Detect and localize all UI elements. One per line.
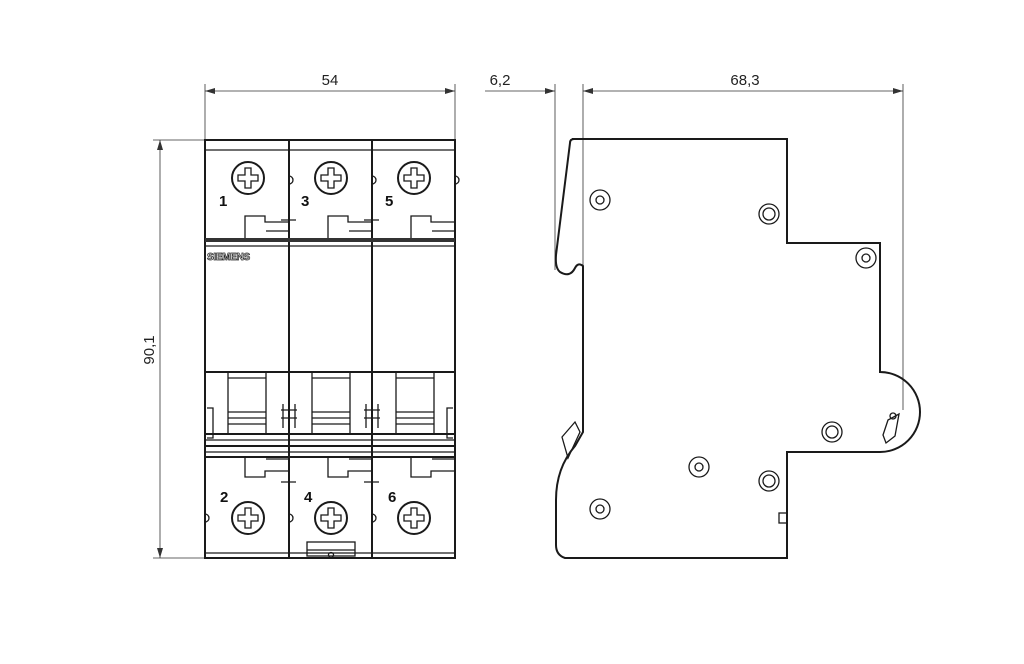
terminal-screw-icon <box>231 161 265 195</box>
rivet-icon <box>855 247 877 269</box>
rivet-icon <box>758 203 780 225</box>
dimension-height: 90,1 <box>141 139 205 559</box>
rivet-icon <box>688 456 710 478</box>
side-rivets <box>589 189 877 520</box>
terminal-screw-icon <box>397 161 431 195</box>
terminal-screw-icon <box>231 501 265 535</box>
terminal-label: 4 <box>304 489 313 506</box>
front-view: SIEMENS 1 3 5 <box>204 139 460 559</box>
terminal-label: 3 <box>301 193 309 210</box>
terminal-screw-icon <box>314 501 348 535</box>
bottom-terminals: 2 4 6 <box>204 457 455 559</box>
brand-logo: SIEMENS <box>207 252 251 263</box>
terminal-label: 1 <box>219 193 227 210</box>
rivet-icon <box>821 421 843 443</box>
rivet-icon <box>589 498 611 520</box>
terminal-label: 5 <box>385 193 393 210</box>
rivet-icon <box>758 470 780 492</box>
rivet-icon <box>589 189 611 211</box>
terminal-screw-icon <box>397 501 431 535</box>
terminal-label: 2 <box>220 489 228 506</box>
terminal-screw-icon <box>314 161 348 195</box>
dimension-offset-label: 6,2 <box>490 72 511 89</box>
dimension-width: 54 <box>204 72 456 140</box>
dimension-height-label: 90,1 <box>141 335 158 364</box>
dimension-depth-label: 68,3 <box>730 72 759 89</box>
dimension-depth: 6,2 68,3 <box>485 72 904 410</box>
side-view <box>554 138 921 559</box>
dimension-width-label: 54 <box>322 72 339 89</box>
top-terminals: 1 3 5 <box>219 161 460 238</box>
terminal-label: 6 <box>388 489 396 506</box>
switch-handles <box>205 371 455 458</box>
